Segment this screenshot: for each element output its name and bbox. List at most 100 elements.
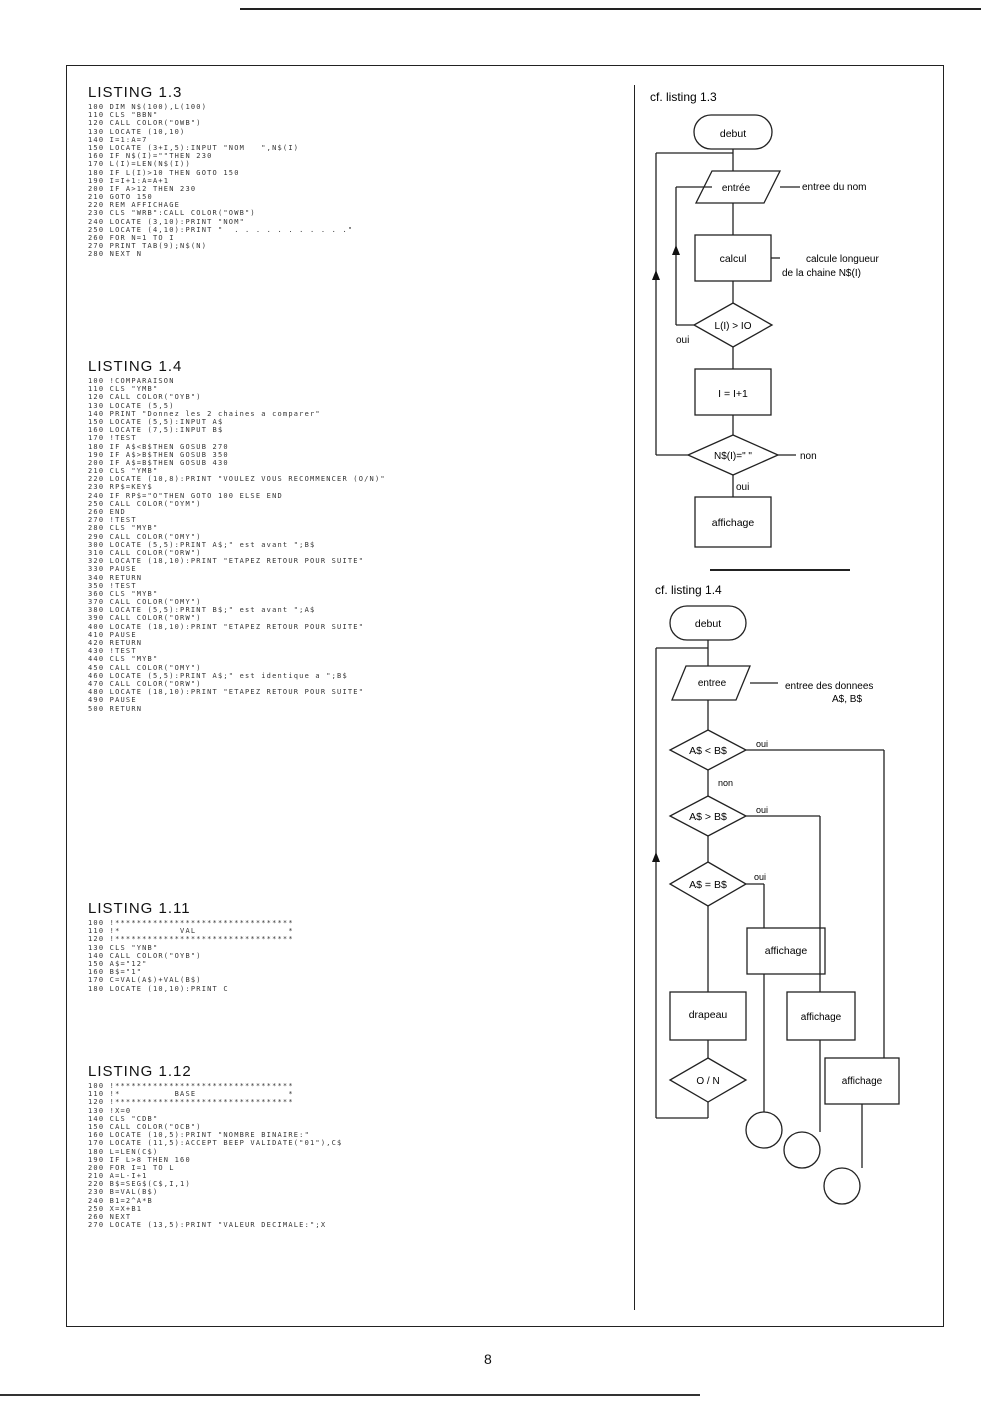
listing-1-12: LISTING 1.12 100 !**********************… xyxy=(88,1063,618,1229)
decision-label: A$ < B$ xyxy=(689,745,727,757)
decision-label: A$ = B$ xyxy=(689,879,727,891)
code-line: 150 CALL COLOR("OCB") xyxy=(88,1122,202,1131)
code-line: 270 !TEST xyxy=(88,516,137,525)
code-line: 230 RP$=KEY$ xyxy=(88,483,153,492)
code-line: 460 LOCATE (5,5):PRINT A$;" est identiqu… xyxy=(88,671,348,680)
code-line: 180 IF L(I)>10 THEN GOTO 150 xyxy=(88,168,240,177)
code-line: 250 CALL COLOR("OYM") xyxy=(88,499,202,508)
branch-label: non xyxy=(718,778,733,788)
code-line: 120 !********************************* xyxy=(88,1098,294,1107)
code-line: 230 CLS "WRB":CALL COLOR("OWB") xyxy=(88,209,256,218)
code-line: 220 REM AFFICHAGE xyxy=(88,201,181,210)
code-line: 220 B$=SEG$(C$,I,1) xyxy=(88,1180,191,1189)
code-block: 100 DIM N$(100),L(100)110 CLS "BBN"120 C… xyxy=(88,103,618,259)
code-line: 140 PRINT "Donnez les 2 chaines a compar… xyxy=(88,409,321,418)
code-line: 410 PAUSE xyxy=(88,630,137,639)
listing-title: LISTING 1.11 xyxy=(88,900,191,917)
decision-label: O / N xyxy=(696,1076,719,1087)
column-divider xyxy=(634,85,635,1310)
listing-1-11: LISTING 1.11 100 !**********************… xyxy=(88,900,618,993)
code-line: 400 LOCATE (18,10):PRINT "ETAPEZ RETOUR … xyxy=(88,622,365,631)
code-line: 310 CALL COLOR("ORW") xyxy=(88,548,202,557)
code-line: 150 LOCATE (3+I,5):INPUT "NOM ",N$(I) xyxy=(88,143,300,152)
code-line: 160 LOCATE (7,5):INPUT B$ xyxy=(88,426,224,435)
code-line: 200 IF A>12 THEN 230 xyxy=(88,184,197,193)
arrow-icon xyxy=(672,245,680,255)
output-label: affichage xyxy=(765,945,808,957)
code-line: 200 FOR I=1 TO L xyxy=(88,1163,175,1172)
process-note: calcule longueur xyxy=(806,254,879,265)
branch-label: oui xyxy=(736,482,749,493)
flowchart-ref: cf. listing 1.3 xyxy=(650,90,717,104)
bottom-rule xyxy=(0,1394,700,1396)
code-line: 330 PAUSE xyxy=(88,565,137,574)
code-line: 380 LOCATE (5,5):PRINT B$;" est avant ";… xyxy=(88,606,316,615)
code-line: 260 NEXT xyxy=(88,1213,132,1221)
process-box xyxy=(786,991,856,1041)
code-line: 170 L(I)=LEN(N$(I)) xyxy=(88,160,191,169)
code-line: 440 CLS "MYB" xyxy=(88,655,159,664)
code-line: 150 LOCATE (5,5):INPUT A$ xyxy=(88,417,224,426)
section-rule xyxy=(710,569,850,571)
process-box xyxy=(694,496,772,548)
flowchart-listing-1-3: cf. listing 1.3 debut entrée entree du n… xyxy=(650,90,879,548)
listing-title: LISTING 1.4 xyxy=(88,358,183,375)
process-box xyxy=(746,927,826,975)
code-line: 100 DIM N$(100),L(100) xyxy=(88,103,208,111)
code-line: 280 CLS "MYB" xyxy=(88,524,159,533)
code-line: 100 !********************************* xyxy=(88,919,294,927)
code-line: 130 !X=0 xyxy=(88,1106,132,1115)
code-line: 170 C=VAL(A$)+VAL(B$) xyxy=(88,976,202,985)
code-line: 220 LOCATE (10,8):PRINT "VOULEZ VOUS REC… xyxy=(88,475,386,484)
code-line: 260 END xyxy=(88,508,126,516)
output-label: affichage xyxy=(712,517,755,529)
start-label: debut xyxy=(720,128,746,140)
code-line: 130 LOCATE (10,10) xyxy=(88,127,186,136)
code-line: 210 GOTO 150 xyxy=(88,193,153,202)
process-label: calcul xyxy=(720,253,747,265)
code-line: 160 LOCATE (10,5):PRINT "NOMBRE BINAIRE:… xyxy=(88,1131,310,1140)
code-line: 360 CLS "MYB" xyxy=(88,589,159,598)
code-line: 250 X=X+B1 xyxy=(88,1204,143,1213)
code-line: 210 CLS "YMB" xyxy=(88,467,159,476)
code-line: 110 CLS "BBN" xyxy=(88,111,159,120)
page-frame xyxy=(66,65,944,1327)
code-line: 170 LOCATE (11,5):ACCEPT BEEP VALIDATE("… xyxy=(88,1139,343,1148)
code-line: 100 !********************************* xyxy=(88,1082,294,1090)
decision-label: A$ > B$ xyxy=(689,811,727,823)
listing-1-3: LISTING 1.3 100 DIM N$(100),L(100)110 CL… xyxy=(88,84,618,259)
code-line: 140 CLS "CDB" xyxy=(88,1114,159,1123)
code-line: 120 CALL COLOR("OYB") xyxy=(88,393,202,402)
code-line: 270 PRINT TAB(9);N$(N) xyxy=(88,242,208,251)
input-note: entree du nom xyxy=(802,182,867,193)
code-line: 130 LOCATE (5,5) xyxy=(88,401,175,410)
code-line: 290 CALL COLOR("OMY") xyxy=(88,532,202,541)
code-line: 300 LOCATE (5,5):PRINT A$;" est avant ";… xyxy=(88,540,316,549)
page-number: 8 xyxy=(484,1351,492,1367)
code-line: 160 IF N$(I)=""THEN 230 xyxy=(88,152,213,161)
code-line: 240 IF RP$="O"THEN GOTO 100 ELSE END xyxy=(88,491,283,500)
code-line: 140 CALL COLOR("OYB") xyxy=(88,951,202,960)
code-line: 120 !********************************* xyxy=(88,935,294,944)
decision-label: N$(I)=" " xyxy=(714,451,752,462)
process-label: I = I+1 xyxy=(718,388,748,400)
flowchart-listing-1-4: cf. listing 1.4 debut entree entree des … xyxy=(652,583,900,1205)
code-line: 160 B$="1" xyxy=(88,968,143,977)
connector-circle xyxy=(823,1167,861,1205)
branch-label: oui xyxy=(756,739,768,749)
branch-label: oui xyxy=(756,805,768,815)
code-block: 100 !*********************************11… xyxy=(88,1082,618,1229)
code-line: 390 CALL COLOR("ORW") xyxy=(88,614,202,623)
arrow-icon xyxy=(652,270,660,280)
code-line: 190 IF L>8 THEN 160 xyxy=(88,1155,191,1164)
branch-label: oui xyxy=(676,335,689,346)
connector-circle xyxy=(745,1111,783,1149)
input-parallelogram xyxy=(694,170,782,204)
code-line: 120 CALL COLOR("OWB") xyxy=(88,119,202,128)
flowchart-ref: cf. listing 1.4 xyxy=(655,583,722,597)
connector-circle xyxy=(783,1131,821,1169)
code-line: 180 IF A$<B$THEN GOSUB 270 xyxy=(88,442,229,451)
code-line: 130 CLS "YNB" xyxy=(88,943,159,952)
arrow-icon xyxy=(652,852,660,862)
